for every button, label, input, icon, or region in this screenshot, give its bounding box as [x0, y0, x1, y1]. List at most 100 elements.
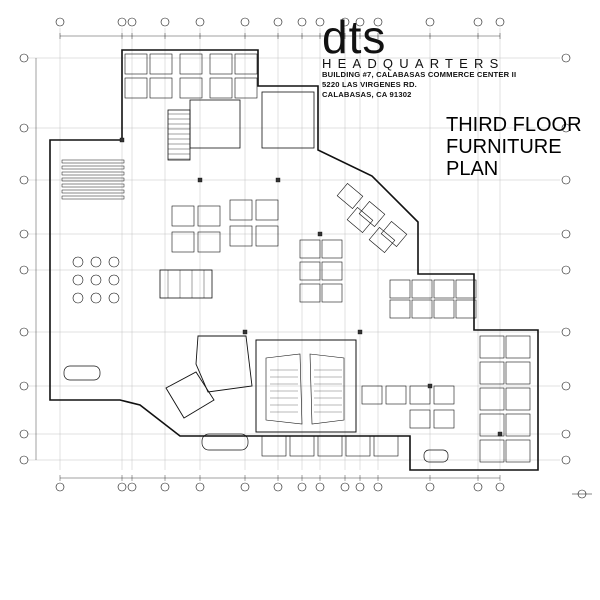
grid-bubble [19, 175, 29, 185]
cafe-table [108, 256, 120, 268]
grid-bubble [373, 17, 383, 27]
office [389, 299, 411, 319]
office [321, 239, 343, 259]
headquarters-label: HEADQUARTERS [322, 56, 505, 71]
cafe-table [90, 256, 102, 268]
theater-screen-left [265, 353, 303, 425]
training-table [61, 189, 125, 194]
grid-bubble [19, 53, 29, 63]
grid-bubble [561, 229, 571, 239]
grid-bubble [495, 482, 505, 492]
building-outline [49, 49, 539, 471]
grid-bubble [495, 17, 505, 27]
office [373, 435, 399, 457]
office [505, 361, 531, 385]
office [209, 77, 233, 99]
column [119, 137, 125, 143]
angled-office [336, 183, 364, 209]
angled-office [358, 201, 386, 227]
training-table [61, 159, 125, 164]
cafe-table [108, 292, 120, 304]
grid-bubble [19, 429, 29, 439]
grid-bubble [315, 482, 325, 492]
column [197, 177, 203, 183]
grid-bubble [117, 482, 127, 492]
office [505, 387, 531, 411]
plan-title-line-3: PLAN [446, 158, 499, 180]
grid-bubble [561, 455, 571, 465]
theater-screen-right [309, 353, 345, 425]
office [479, 335, 505, 359]
grid-bubble [473, 17, 483, 27]
office [455, 299, 477, 319]
workstation [197, 205, 221, 227]
office [179, 53, 203, 75]
office [289, 435, 315, 457]
cafe-table [108, 274, 120, 286]
office-suite [189, 99, 241, 149]
office [505, 439, 531, 463]
grid-bubble [561, 381, 571, 391]
address-line-1: BUILDING #7, CALABASAS COMMERCE CENTER I… [322, 70, 517, 79]
workstation [171, 205, 195, 227]
office [317, 435, 343, 457]
grid-bubble [117, 17, 127, 27]
column [275, 177, 281, 183]
office [149, 77, 173, 99]
workstation [171, 231, 195, 253]
stair [167, 109, 191, 161]
cafe-table [72, 292, 84, 304]
grid-bubble [297, 482, 307, 492]
office [385, 385, 407, 405]
angled-office [346, 207, 374, 233]
workstation [255, 199, 279, 221]
office [433, 409, 455, 429]
office [209, 53, 233, 75]
office [409, 385, 431, 405]
elevator-core [159, 269, 213, 299]
office [345, 435, 371, 457]
workstation [255, 225, 279, 247]
grid-bubble [55, 17, 65, 27]
grid-bubble [240, 17, 250, 27]
column [317, 231, 323, 237]
cafe-table [90, 292, 102, 304]
office [321, 283, 343, 303]
office [505, 413, 531, 437]
angled-office [380, 221, 408, 247]
training-table [61, 183, 125, 188]
office [299, 261, 321, 281]
grid-bubble [297, 17, 307, 27]
cafe-table [90, 274, 102, 286]
grid-bubble [355, 17, 365, 27]
grid-bubble [55, 482, 65, 492]
grid-bubble [355, 482, 365, 492]
office [124, 53, 148, 75]
office [479, 413, 505, 437]
grid-bubble [425, 17, 435, 27]
grid-bubble [561, 175, 571, 185]
listening-room [165, 371, 215, 419]
office [234, 77, 258, 99]
office [479, 439, 505, 463]
office [179, 77, 203, 99]
grid-bubble [19, 229, 29, 239]
address-line-2: 5220 LAS VIRGENES RD. [322, 80, 417, 89]
column [242, 329, 248, 335]
training-table [61, 177, 125, 182]
office [321, 261, 343, 281]
office [433, 279, 455, 299]
grid-bubble [425, 482, 435, 492]
listening-room [195, 335, 253, 393]
grid-bubble [160, 17, 170, 27]
theater [255, 339, 357, 433]
office [299, 283, 321, 303]
office [409, 409, 431, 429]
training-table [61, 195, 125, 200]
training-table [61, 171, 125, 176]
grid-bubble [19, 381, 29, 391]
office [299, 239, 321, 259]
column [497, 431, 503, 437]
grid-bubble [340, 482, 350, 492]
